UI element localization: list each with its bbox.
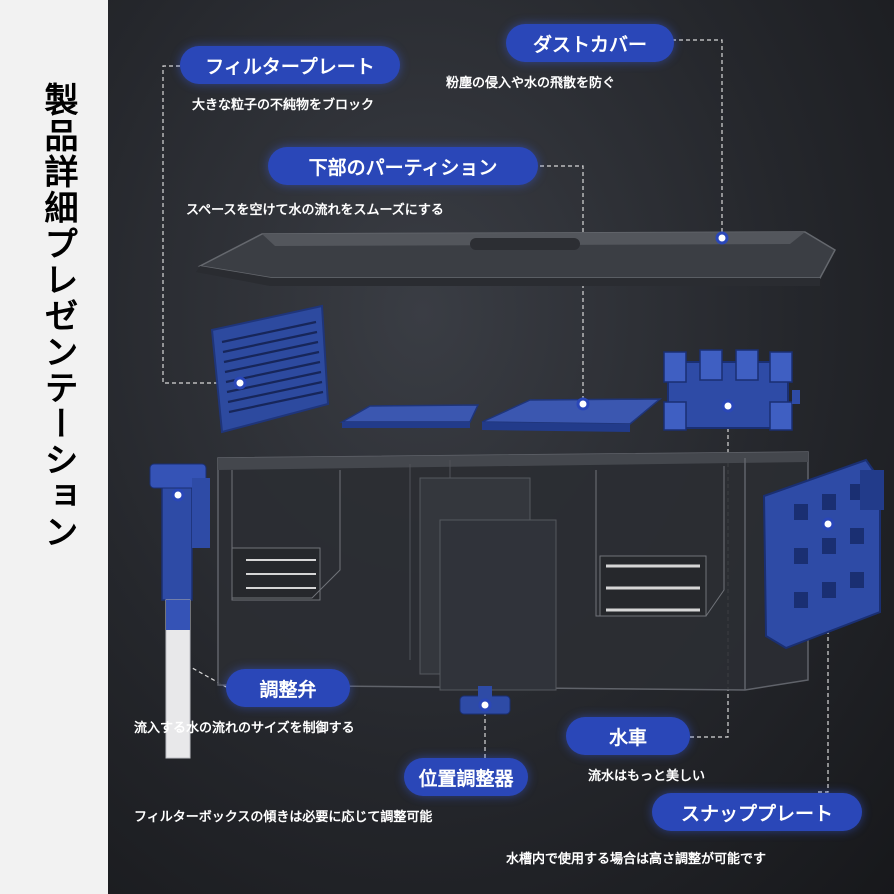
water-wheel-desc: 流水はもっと美しい <box>588 769 706 784</box>
snap-plate-label: スナッププレート <box>652 793 862 831</box>
valve-pipe-illustration <box>149 463 210 759</box>
water-wheel-label: 水車 <box>566 717 690 755</box>
valve-desc: 流入する水の流れのサイズを制御する <box>134 721 355 736</box>
position-adjuster-label: 位置調整器 <box>404 758 528 796</box>
snap-plate-marker <box>821 517 835 531</box>
snap-plate-desc: 水槽内で使用する場合は高さ調整が可能です <box>506 852 767 867</box>
filter-plate-illustration <box>210 304 330 434</box>
page-title: 製品詳細プレゼンテーション <box>38 82 78 550</box>
title-band: 製品詳細プレゼンテーション <box>0 0 108 894</box>
lower-partition-label: 下部のパーティション <box>268 147 538 185</box>
filter-plate-label: フィルタープレート <box>180 46 400 84</box>
water-wheel-marker <box>721 399 735 413</box>
partition-plates-illustration <box>339 398 663 432</box>
filter-plate-desc: 大きな粒子の不純物をブロック <box>192 98 375 113</box>
water-wheel-illustration <box>663 349 800 431</box>
dust-cover-illustration <box>196 231 836 286</box>
position-adjuster-marker <box>478 698 492 712</box>
valve-marker <box>171 488 185 502</box>
lower-partition-desc: スペースを空けて水の流れをスムーズにする <box>186 203 444 218</box>
valve-label: 調整弁 <box>226 669 350 707</box>
dust-cover-desc: 粉塵の侵入や水の飛散を防ぐ <box>446 76 616 91</box>
snap-plate-illustration <box>762 458 884 650</box>
filter-plate-marker <box>233 376 247 390</box>
partition-marker <box>576 397 590 411</box>
filter-box-illustration <box>217 451 809 691</box>
position-adjuster-desc: フィルターボックスの傾きは必要に応じて調整可能 <box>134 810 433 825</box>
dust-cover-marker <box>715 231 729 245</box>
dust-cover-label: ダストカバー <box>506 24 674 62</box>
